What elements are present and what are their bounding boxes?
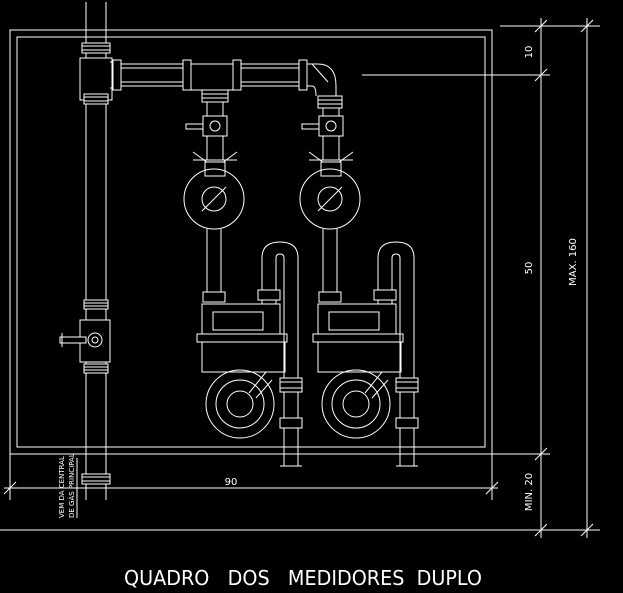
bottom-dimension-lines (3, 454, 499, 500)
right-dimension-lines (0, 18, 600, 538)
main-shutoff-valve (59, 319, 111, 363)
dim-max-height: MAX. 160 (568, 238, 579, 286)
main-riser-pipe (79, 2, 113, 500)
meter-assembly-1 (183, 89, 303, 467)
drawing-title: QUADRO DOS MEDIDORES DUPLO (124, 566, 482, 589)
dim-box-height: 50 (524, 262, 535, 275)
header-pipe (110, 59, 337, 97)
supply-note-line1: VEM DA CENTRAL (58, 456, 66, 518)
dim-width: 90 (225, 477, 238, 488)
meter-assembly-2 (299, 95, 419, 467)
supply-note-line2: DE GÁS PRINCIPAL (67, 453, 76, 518)
cabinet-frame (9, 29, 493, 455)
dim-min-height: MIN. 20 (524, 473, 535, 511)
dim-top-clearance: 10 (524, 46, 535, 59)
